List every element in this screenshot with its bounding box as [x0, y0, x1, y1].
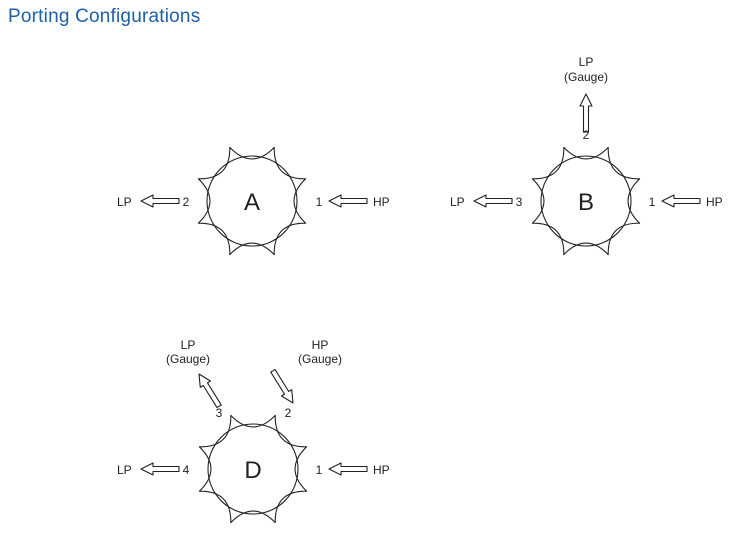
port-body-d: [207, 423, 299, 515]
port-sublabel-top-right-d: (Gauge): [298, 352, 342, 366]
port-sublabel-top-b: (Gauge): [564, 70, 608, 84]
port-label-right-a: HP: [373, 195, 390, 209]
arrow-out-left-a: [140, 194, 180, 208]
port-label-left-d: LP: [117, 463, 132, 477]
port-label-right-b: HP: [706, 195, 723, 209]
port-number-left-b: 3: [516, 195, 523, 209]
arrow-in-right-d: [328, 462, 368, 476]
port-label-left-b: LP: [450, 195, 465, 209]
port-number-top-right-d: 2: [285, 406, 292, 420]
config-a: A 2 LP 1 HP: [117, 146, 390, 256]
config-d: D 4 LP 1 HP 3 LP (Gauge) 2 HP (Gauge): [117, 338, 390, 524]
config-b: B 3 LP 1 HP 2 LP (Gauge): [450, 55, 723, 256]
port-number-right-b: 1: [649, 195, 656, 209]
port-number-top-b: 2: [583, 128, 590, 142]
page-title: Porting Configurations: [8, 6, 201, 27]
config-label-a: A: [244, 189, 260, 216]
port-label-top-b: LP: [579, 55, 594, 69]
port-number-left-a: 2: [183, 195, 190, 209]
port-body-b: [540, 155, 632, 247]
config-label-d: D: [244, 457, 261, 484]
port-number-left-d: 4: [183, 463, 190, 477]
port-number-right-a: 1: [316, 195, 323, 209]
port-label-top-right-d: HP: [312, 338, 329, 352]
arrow-in-right-b: [661, 194, 701, 208]
config-label-b: B: [578, 189, 594, 216]
arrow-out-top-b: [579, 93, 593, 133]
arrow-out-left-b: [473, 194, 513, 208]
port-label-right-d: HP: [373, 463, 390, 477]
arrow-in-right-a: [328, 194, 368, 208]
arrow-out-left-d: [140, 462, 180, 476]
port-sublabel-top-left-d: (Gauge): [166, 352, 210, 366]
port-label-left-a: LP: [117, 195, 132, 209]
arrow-in-top-right-d: [267, 367, 299, 407]
port-number-top-left-d: 3: [216, 406, 223, 420]
port-label-top-left-d: LP: [181, 338, 196, 352]
port-body-a: [206, 155, 298, 247]
port-number-right-d: 1: [316, 463, 323, 477]
arrow-out-top-left-d: [193, 370, 225, 410]
